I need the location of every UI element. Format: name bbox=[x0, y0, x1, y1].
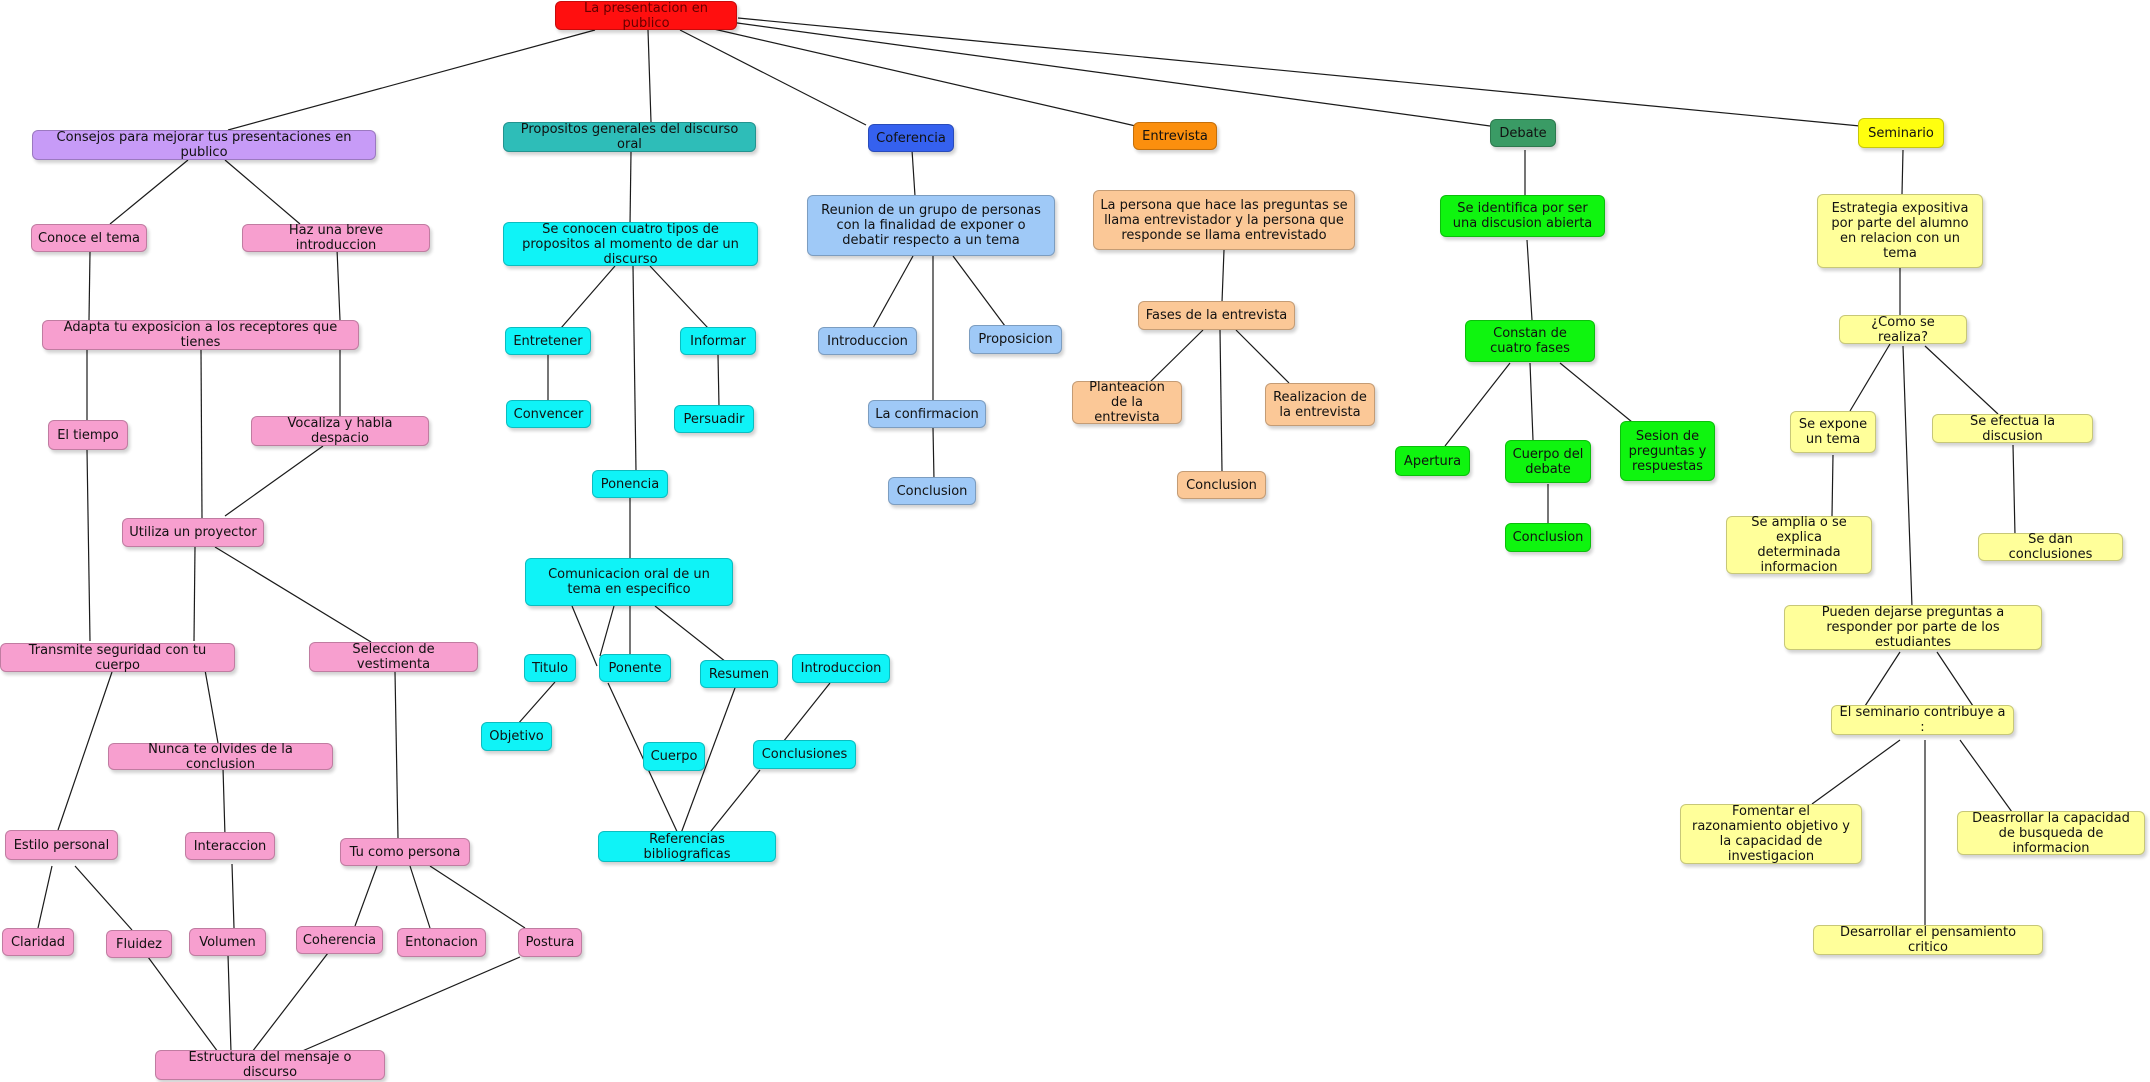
node-coherencia[interactable]: Coherencia bbox=[296, 926, 383, 954]
node-desarrollar-cap[interactable]: Deasrrollar la capacidad de busqueda de … bbox=[1957, 811, 2145, 856]
node-conclusiones[interactable]: Conclusiones bbox=[753, 740, 856, 769]
node-confirmacion[interactable]: La confirmacion bbox=[868, 400, 986, 428]
node-haz-intro[interactable]: Haz una breve introduccion bbox=[242, 223, 430, 253]
node-transmite[interactable]: Transmite seguridad con tu cuerpo bbox=[0, 643, 235, 673]
node-tiempo[interactable]: El tiempo bbox=[48, 420, 128, 450]
node-ponencia[interactable]: Ponencia bbox=[592, 470, 668, 498]
node-introduccion-c[interactable]: Introduccion bbox=[818, 327, 917, 355]
node-fomentar[interactable]: Fomentar el razonamiento objetivo y la c… bbox=[1680, 804, 1862, 864]
node-cuatro-tipos[interactable]: Se conocen cuatro tipos de propositos al… bbox=[503, 222, 758, 267]
node-comunicacion[interactable]: Comunicacion oral de un tema en especifi… bbox=[525, 558, 733, 606]
node-postura[interactable]: Postura bbox=[518, 928, 582, 957]
node-claridad[interactable]: Claridad bbox=[2, 928, 74, 956]
node-ponente[interactable]: Ponente bbox=[599, 654, 671, 682]
node-proposicion[interactable]: Proposicion bbox=[969, 325, 1062, 354]
node-conclusion-d[interactable]: Conclusion bbox=[1505, 523, 1591, 552]
node-planteacion[interactable]: Planteacion de la entrevista bbox=[1072, 380, 1182, 425]
node-seminario[interactable]: Seminario bbox=[1858, 118, 1944, 148]
node-identifica[interactable]: Se identifica por ser una discusion abie… bbox=[1440, 195, 1605, 237]
node-efectua[interactable]: Se efectua la discusion bbox=[1932, 414, 2093, 444]
node-titulo[interactable]: Titulo bbox=[524, 654, 576, 682]
node-expone[interactable]: Se expone un tema bbox=[1790, 411, 1876, 453]
node-estrategia[interactable]: Estrategia expositiva por parte del alum… bbox=[1817, 194, 1983, 268]
node-entretener[interactable]: Entretener bbox=[505, 327, 591, 355]
node-reunion[interactable]: Reunion de un grupo de personas con la f… bbox=[807, 195, 1055, 256]
node-persona-preguntas[interactable]: La persona que hace las preguntas se lla… bbox=[1093, 190, 1355, 250]
node-entonacion[interactable]: Entonacion bbox=[397, 928, 486, 957]
node-como[interactable]: ¿Como se realiza? bbox=[1839, 315, 1967, 345]
node-fluidez[interactable]: Fluidez bbox=[106, 930, 172, 958]
node-sesion[interactable]: Sesion de preguntas y respuestas bbox=[1620, 421, 1715, 481]
node-vestimenta[interactable]: Seleccion de vestimenta bbox=[309, 642, 478, 672]
node-proyector[interactable]: Utiliza un proyector bbox=[122, 518, 264, 547]
node-referencias[interactable]: Referencias bibliograficas bbox=[598, 831, 776, 862]
node-vocaliza[interactable]: Vocaliza y habla despacio bbox=[251, 416, 429, 446]
node-adapta[interactable]: Adapta tu exposicion a los receptores qu… bbox=[42, 320, 359, 350]
node-nunca[interactable]: Nunca te olvides de la conclusion bbox=[108, 742, 333, 772]
node-convencer[interactable]: Convencer bbox=[506, 400, 591, 428]
node-pensamiento[interactable]: Desarrollar el pensamiento critico bbox=[1813, 925, 2043, 955]
node-volumen[interactable]: Volumen bbox=[189, 928, 266, 956]
node-consejos[interactable]: Consejos para mejorar tus presentaciones… bbox=[32, 130, 376, 160]
node-conoce[interactable]: Conoce el tema bbox=[31, 224, 147, 252]
node-amplia[interactable]: Se amplia o se explica determinada infor… bbox=[1726, 515, 1872, 575]
node-objetivo[interactable]: Objetivo bbox=[481, 722, 552, 751]
node-propositos[interactable]: Propositos generales del discurso oral bbox=[503, 122, 756, 152]
node-persuadir[interactable]: Persuadir bbox=[674, 405, 754, 433]
node-conclusion-e[interactable]: Conclusion bbox=[1177, 471, 1266, 499]
node-introduccion-p[interactable]: Introduccion bbox=[792, 654, 890, 683]
node-contribuye[interactable]: El seminario contribuye a : bbox=[1831, 705, 2014, 735]
node-informar[interactable]: Informar bbox=[680, 327, 756, 355]
node-estructura[interactable]: Estructura del mensaje o discurso bbox=[155, 1050, 385, 1080]
node-fases[interactable]: Fases de la entrevista bbox=[1138, 301, 1295, 330]
node-root[interactable]: La presentacion en publico bbox=[555, 1, 737, 31]
node-constan[interactable]: Constan de cuatro fases bbox=[1465, 320, 1595, 362]
node-pueden[interactable]: Pueden dejarse preguntas a responder por… bbox=[1784, 605, 2042, 650]
node-estilo[interactable]: Estilo personal bbox=[5, 830, 118, 860]
node-tu-persona[interactable]: Tu como persona bbox=[340, 838, 470, 866]
node-apertura[interactable]: Apertura bbox=[1395, 446, 1470, 476]
node-interaccion[interactable]: Interaccion bbox=[185, 832, 275, 860]
node-dan-conclusiones[interactable]: Se dan conclusiones bbox=[1978, 532, 2123, 562]
node-resumen[interactable]: Resumen bbox=[700, 660, 778, 688]
node-cuerpo[interactable]: Cuerpo bbox=[643, 742, 705, 771]
node-realizacion[interactable]: Realizacion de la entrevista bbox=[1265, 383, 1375, 426]
node-coferencia[interactable]: Coferencia bbox=[868, 124, 954, 152]
node-cuerpo-debate[interactable]: Cuerpo del debate bbox=[1505, 440, 1591, 483]
node-conclusion-c[interactable]: Conclusion bbox=[888, 477, 976, 505]
node-entrevista[interactable]: Entrevista bbox=[1133, 122, 1217, 150]
node-debate[interactable]: Debate bbox=[1490, 119, 1556, 147]
